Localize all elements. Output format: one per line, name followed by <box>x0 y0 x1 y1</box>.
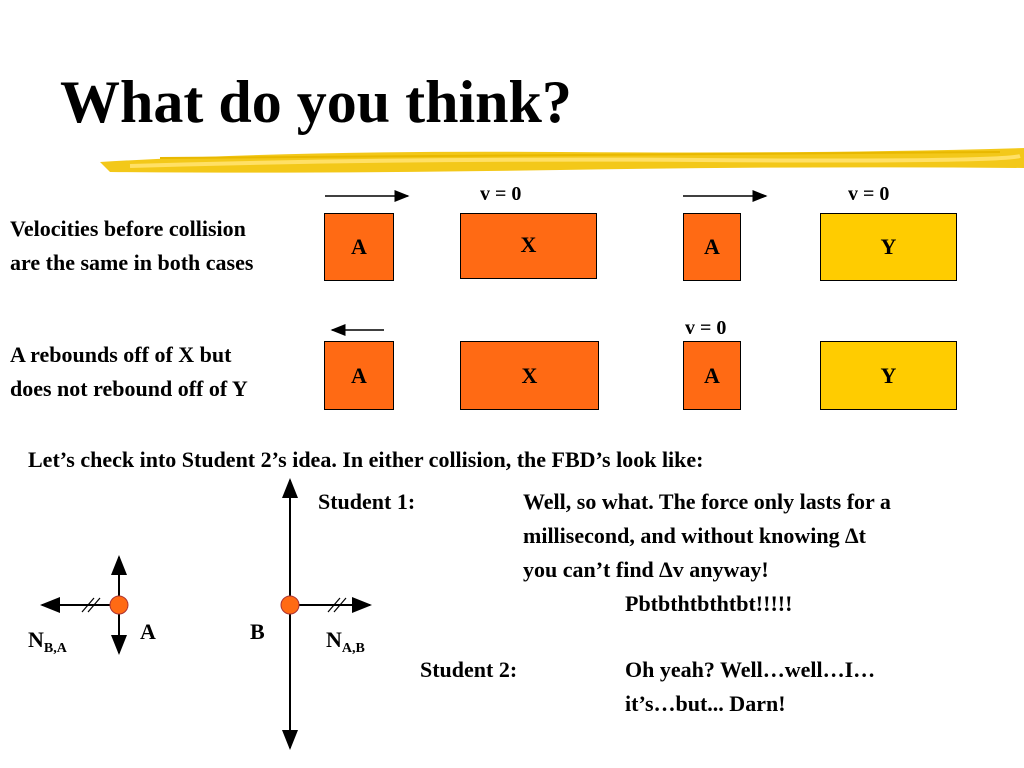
box-label: Y <box>880 234 897 259</box>
student2-line-2: it’s…but... Darn! <box>625 691 786 716</box>
box-y-row1: Y <box>820 213 957 281</box>
fbd-b-hash <box>333 597 347 613</box>
box-y-row2: Y <box>820 341 957 410</box>
student2-line-1: Oh yeah? Well…well…I… <box>625 657 876 682</box>
note-velocities: Velocities before collision are the same… <box>10 212 253 280</box>
yellow-brush-underline <box>100 148 1024 173</box>
velocity-zero-label-x: v = 0 <box>480 183 522 205</box>
normal-force-subscript: B,A <box>43 641 67 656</box>
box-a-row1-right: A <box>683 213 741 281</box>
student1-line-1: Well, so what. The force only lasts for … <box>523 489 891 514</box>
box-a-row2-right: A <box>683 341 741 410</box>
fbd-label-a: A <box>140 619 156 644</box>
box-x-row1: X <box>460 213 597 279</box>
box-a-row1-left: A <box>324 213 394 281</box>
velocity-zero-label-y: v = 0 <box>848 183 890 205</box>
note-rebound-line-2: does not rebound off of Y <box>10 376 248 401</box>
note-velocities-line-2: are the same in both cases <box>10 250 254 275</box>
velocity-zero-label-a-after: v = 0 <box>685 317 727 339</box>
box-label: X <box>520 232 537 257</box>
student1-label: Student 1: <box>318 489 416 514</box>
normal-force-label-ba: NB,A <box>28 623 67 666</box>
box-label: Y <box>880 362 897 388</box>
box-label: X <box>521 362 538 388</box>
student1-line-2: millisecond, and without knowing ∆t <box>523 523 866 548</box>
note-velocities-line-1: Velocities before collision <box>10 216 246 241</box>
box-a-row2-left: A <box>324 341 394 410</box>
normal-force-symbol: N <box>28 627 44 652</box>
note-rebound: A rebounds off of X but does not rebound… <box>10 338 248 406</box>
fbd-b-point <box>280 595 300 615</box>
fbd-intro-text: Let’s check into Student 2’s idea. In ei… <box>28 447 704 472</box>
slide-title: What do you think? <box>60 69 572 135</box>
student2-label: Student 2: <box>420 657 518 682</box>
fbd-a-hash <box>81 597 95 613</box>
normal-force-symbol: N <box>326 627 342 652</box>
fbd-a-point <box>109 595 129 615</box>
box-label: A <box>351 362 367 388</box>
box-x-row2: X <box>460 341 599 410</box>
box-label: A <box>704 362 720 388</box>
normal-force-subscript: A,B <box>341 641 365 656</box>
student1-line-4: Pbtbthtbthtbt!!!!! <box>625 591 793 616</box>
normal-force-label-ab: NA,B <box>326 623 365 666</box>
box-label: A <box>704 234 720 259</box>
box-label: A <box>351 234 367 259</box>
fbd-a-hash <box>87 597 101 613</box>
note-rebound-line-1: A rebounds off of X but <box>10 342 232 367</box>
fbd-label-b: B <box>250 619 265 644</box>
fbd-b-hash <box>327 597 341 613</box>
student1-line-3: you can’t find ∆v anyway! <box>523 557 769 582</box>
